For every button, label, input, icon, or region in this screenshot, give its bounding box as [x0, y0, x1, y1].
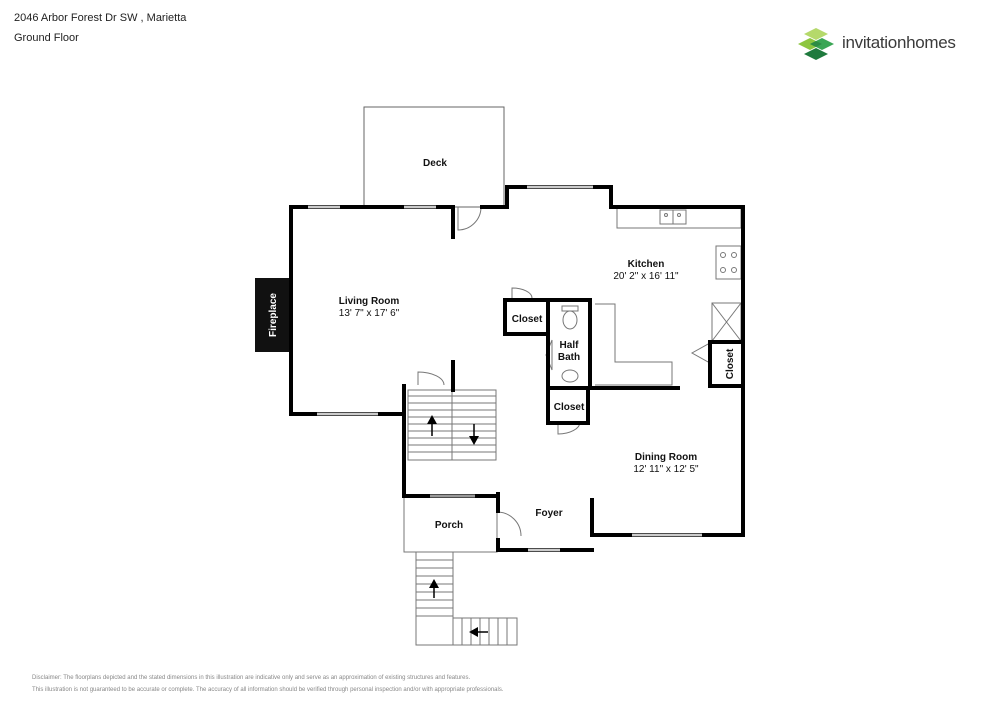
up-arrow-icon [427, 415, 437, 436]
windows [308, 185, 702, 552]
logo-text-light: invitation [842, 33, 907, 52]
fireplace [255, 278, 291, 352]
dining-room-label: Dining Room [635, 452, 697, 463]
floor-name: Ground Floor [14, 32, 79, 44]
logo-wordmark: invitationhomes [842, 33, 956, 53]
disclaimer-line-2: This illustration is not guaranteed to b… [32, 687, 504, 693]
property-address: 2046 Arbor Forest Dr SW , Marietta [14, 12, 187, 24]
deck [363, 106, 505, 208]
fireplace-label: Fireplace [268, 293, 279, 337]
kitchen-dimensions: 20' 2" x 16' 11" [613, 271, 679, 282]
left-arrow-icon [469, 627, 488, 637]
down-arrow-icon [469, 424, 479, 445]
living-room-label: Living Room [339, 296, 400, 307]
interior-stairs [407, 389, 497, 461]
half-bath-label-line2: Bath [558, 352, 580, 363]
kitchen-fixtures [595, 206, 742, 386]
foyer-label: Foyer [535, 508, 562, 519]
porch-label: Porch [435, 520, 463, 531]
up-arrow-icon [429, 579, 439, 598]
dining-room-dimensions: 12' 11" x 12' 5" [633, 464, 699, 475]
logo-mark-icon [798, 28, 834, 60]
disclaimer-line-1: Disclaimer: The floorplans depicted and … [32, 675, 471, 681]
closet-left-label: Closet [512, 314, 543, 325]
kitchen-label: Kitchen [628, 259, 665, 270]
walls [289, 185, 745, 552]
exterior-steps [415, 551, 518, 646]
half-bath-fixtures [561, 305, 579, 383]
half-bath-label-line1: Half [560, 340, 580, 351]
closet-right-label: Closet [725, 348, 736, 379]
closet-mid-label: Closet [554, 402, 585, 413]
deck-label: Deck [423, 158, 447, 169]
logo-text-bold: homes [906, 33, 956, 52]
invitation-homes-logo: invitationhomes [796, 26, 986, 62]
window-gaps [308, 186, 702, 551]
living-room-dimensions: 13' 7" x 17' 6" [339, 308, 400, 319]
